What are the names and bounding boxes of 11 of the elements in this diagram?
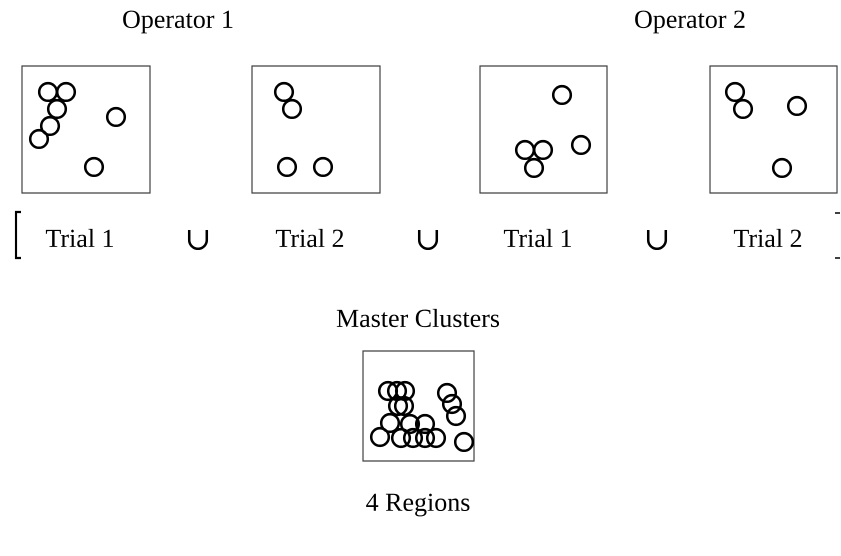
operator-label: Operator 2 [635,10,745,34]
box-label: Trial 1 [46,228,113,248]
box-label: 4 Regions [366,494,470,516]
union-symbol: ∪ [188,230,208,250]
union-symbol: ∪ [418,230,438,250]
box-label: Trial 1 [504,228,571,248]
box-label: Trial 2 [276,228,344,248]
box-label: Trial 2 [734,228,802,248]
union-symbol: ∪ [646,230,668,250]
heading: Master Clusters [336,308,500,328]
operator-label: Operator 1 [123,10,232,34]
